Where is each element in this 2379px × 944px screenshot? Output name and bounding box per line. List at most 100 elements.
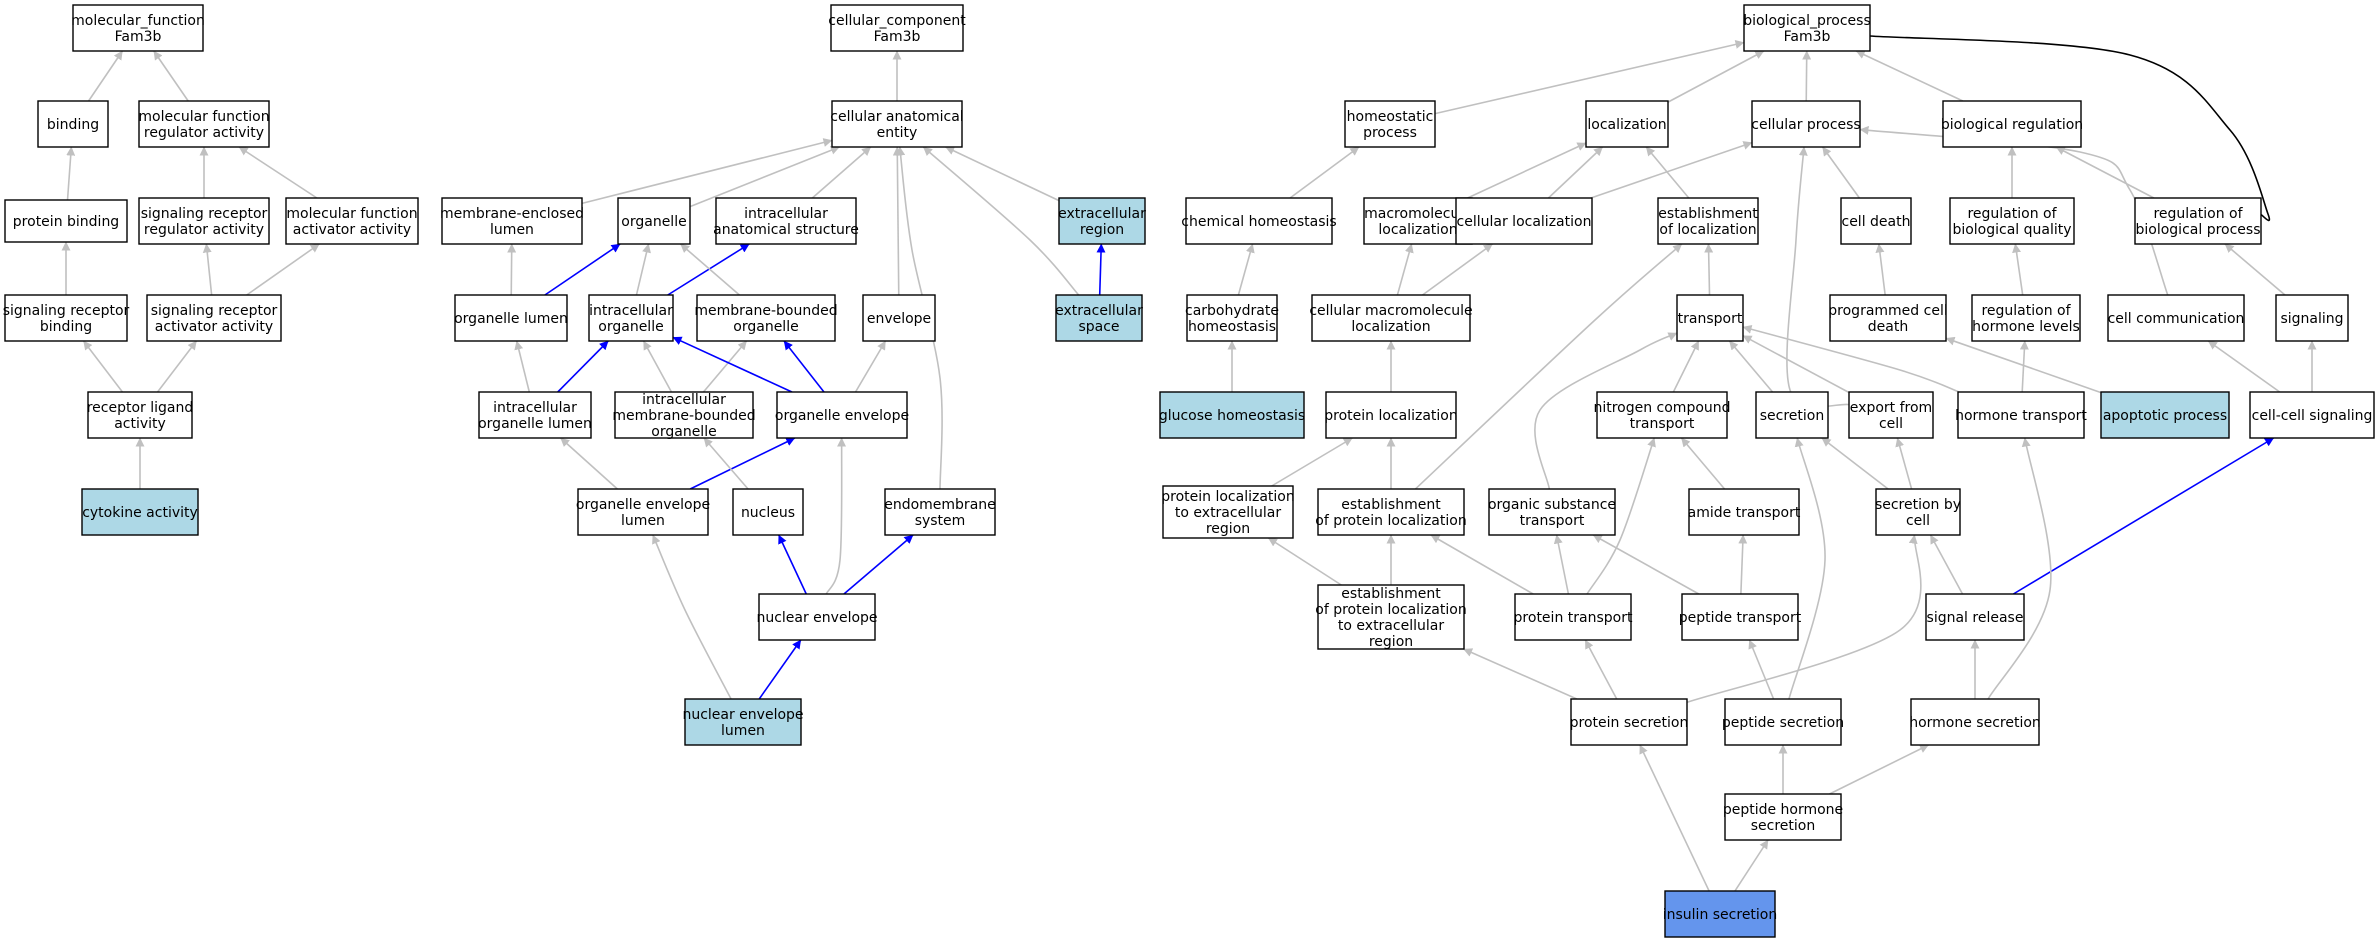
node-envelope[interactable]: envelope (862, 294, 936, 342)
node-label-line: programmed cell (1828, 303, 1947, 319)
node-signal-release[interactable]: signal release (1925, 593, 2025, 641)
node-box (1829, 294, 1947, 342)
node-box (1957, 391, 2085, 439)
node-nuc-env[interactable]: nuclear envelope (756, 593, 878, 641)
edge-ic_mbo-to-ic_org (642, 340, 673, 393)
edge-prog_cell_death-to-cell_death (1875, 243, 1886, 296)
node-label-line: Fam3b (874, 29, 921, 45)
edge-line (1271, 437, 1353, 487)
node-cellular-process[interactable]: cellular process (1751, 100, 1861, 148)
edge-org_lumen-to-organelle (544, 243, 621, 296)
node-apoptotic[interactable]: apoptotic process (2100, 391, 2230, 439)
node-amide-transport[interactable]: amide transport (1688, 488, 1801, 536)
edge-mf_regulator-to-mf_root (153, 50, 189, 102)
node-signaling[interactable]: signaling (2275, 294, 2349, 342)
node-hormone-secretion[interactable]: hormone secretion (1909, 698, 2041, 746)
node-bio-reg[interactable]: biological regulation (1941, 100, 2083, 148)
node-cell-loc[interactable]: cellular localization (1455, 197, 1593, 245)
node-organelle[interactable]: organelle (617, 197, 691, 245)
node-label-line: cellular localization (1457, 214, 1592, 230)
node-chem-homeo[interactable]: chemical homeostasis (1181, 197, 1337, 245)
edge-org_sub_transport-to-transport (1534, 332, 1678, 490)
node-protein-transport[interactable]: protein transport (1514, 593, 1633, 641)
node-hormone-transport[interactable]: hormone transport (1955, 391, 2087, 439)
edge-line (557, 340, 609, 393)
node-protein-loc[interactable]: protein localization (1324, 391, 1458, 439)
node-label-line: extracellular (1058, 206, 1146, 222)
node-cc-signaling[interactable]: cell-cell signaling (2249, 391, 2375, 439)
node-box (1186, 294, 1278, 342)
node-glucose-homeo[interactable]: glucose homeostasis (1159, 391, 1305, 439)
node-label-line: cell death (1842, 214, 1911, 230)
edge-ic_org_lumen-to-org_lumen (514, 340, 531, 393)
node-label-line: biological process (2136, 222, 2261, 238)
node-secretion[interactable]: secretion (1755, 391, 1829, 439)
node-cytokine[interactable]: cytokine activity (81, 488, 199, 536)
node-peptide-secretion[interactable]: peptide secretion (1722, 698, 1844, 746)
node-label-line: regulator activity (144, 125, 264, 141)
node-org-env[interactable]: organelle envelope (775, 391, 909, 439)
node-binding[interactable]: binding (37, 100, 109, 148)
node-label-line: region (1080, 222, 1124, 238)
node-label-line: biological_process (1743, 13, 1871, 29)
edge-line (2224, 243, 2286, 296)
edge-mf_activator-to-mf_regulator (238, 146, 318, 199)
node-peptide-transport[interactable]: peptide transport (1679, 593, 1802, 641)
node-org-lumen[interactable]: organelle lumen (454, 294, 568, 342)
node-insulin-sec[interactable]: insulin secretion (1663, 890, 1778, 938)
node-label-line: organelle (598, 319, 663, 335)
edge-line (1680, 437, 1726, 490)
edge-peptide_secretion-to-secretion (1788, 437, 1826, 700)
node-protein-secretion[interactable]: protein secretion (1570, 698, 1689, 746)
node-cell-comm[interactable]: cell communication (2107, 294, 2245, 342)
node-cell-death[interactable]: cell death (1840, 197, 1912, 245)
edge-line (82, 340, 124, 393)
edge-cell_loc-to-localization (1547, 146, 1604, 199)
node-protein-binding[interactable]: protein binding (4, 199, 128, 243)
edge-nitrogen_transport-to-transport (1672, 340, 1700, 393)
edge-org_env-to-envelope (854, 340, 887, 393)
node-transport[interactable]: transport (1676, 294, 1744, 342)
node-nucleus[interactable]: nucleus (732, 488, 804, 536)
node-localization[interactable]: localization (1585, 100, 1669, 148)
edge-line (667, 243, 750, 296)
